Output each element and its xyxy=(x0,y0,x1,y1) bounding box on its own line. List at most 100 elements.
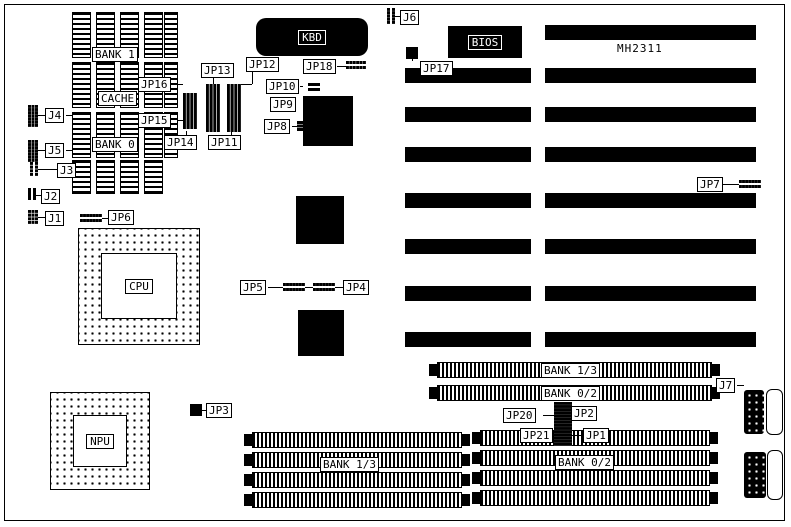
dip-chip xyxy=(96,160,115,194)
simm-socket xyxy=(472,470,718,486)
isa-slot xyxy=(405,239,531,254)
label-jp2: JP2 xyxy=(571,406,597,421)
simm-socket xyxy=(244,492,470,508)
board-model-text: MH2311 xyxy=(617,42,663,55)
wire xyxy=(66,115,72,116)
jumper-pins-block xyxy=(183,93,197,129)
dip-chip xyxy=(144,12,163,58)
wire xyxy=(177,84,183,85)
label-jp3: JP3 xyxy=(206,403,232,418)
wire xyxy=(737,385,744,386)
jumper-pins-jp18 xyxy=(346,61,366,69)
isa-slot xyxy=(405,107,531,122)
npu-die: NPU xyxy=(73,415,127,467)
label-jp20: JP20 xyxy=(503,408,536,423)
wire xyxy=(213,77,214,84)
label-bank0: BANK 0 xyxy=(92,137,138,152)
kbd-label: KBD xyxy=(298,29,326,45)
isa-slot xyxy=(545,68,756,83)
label-j7: J7 xyxy=(716,378,736,393)
jumper-pins-jp17 xyxy=(406,47,418,59)
cpu-socket: CPU xyxy=(78,228,200,345)
cpu-label: CPU xyxy=(125,278,153,294)
label-bank02-top: BANK 0/2 xyxy=(541,386,600,401)
edge-connector-outline xyxy=(766,389,783,435)
label-jp1: JP1 xyxy=(583,428,609,443)
jumper-pins-jp4 xyxy=(313,283,335,291)
power-connector xyxy=(744,390,764,434)
jumper-pins-jp8 xyxy=(297,121,303,131)
label-bank02-bottom: BANK 0/2 xyxy=(555,455,614,470)
isa-slot xyxy=(545,147,756,162)
label-jp14: JP14 xyxy=(164,135,197,150)
wire xyxy=(177,120,183,121)
jumper-pins-j3 xyxy=(30,162,38,176)
board-outline xyxy=(4,4,785,521)
wire xyxy=(252,71,253,84)
bios-chip: BIOS xyxy=(448,26,522,58)
label-jp6: JP6 xyxy=(108,210,134,225)
jumper-pins-j4 xyxy=(28,105,38,127)
wire xyxy=(36,195,41,196)
label-jp12: JP12 xyxy=(246,57,279,72)
isa-slot xyxy=(545,25,756,40)
simm-socket xyxy=(244,432,470,448)
wire xyxy=(38,217,45,218)
label-j4: J4 xyxy=(45,108,65,123)
label-bank13-top: BANK 1/3 xyxy=(541,363,600,378)
wire xyxy=(102,218,108,219)
label-j2: J2 xyxy=(41,189,61,204)
wire xyxy=(292,126,297,127)
label-cache: CACHE xyxy=(98,91,138,106)
jumper-pins-block xyxy=(227,84,241,132)
cpu-die: CPU xyxy=(101,253,177,319)
wire xyxy=(412,59,413,61)
wire xyxy=(337,66,346,67)
wire xyxy=(723,184,739,185)
jumper-pins-jp10 xyxy=(308,83,320,91)
label-jp16: JP16 xyxy=(138,77,171,92)
din-keyboard-connector xyxy=(744,452,766,498)
wire xyxy=(241,84,252,85)
wire xyxy=(38,150,45,151)
isa-slot xyxy=(405,332,531,347)
wire xyxy=(572,435,583,436)
wire xyxy=(38,169,57,170)
wire xyxy=(335,287,343,288)
wire xyxy=(543,415,554,416)
wire xyxy=(268,287,283,288)
wire xyxy=(202,410,206,411)
wire xyxy=(38,115,45,116)
label-jp11: JP11 xyxy=(208,135,241,150)
isa-slot xyxy=(545,286,756,301)
wire xyxy=(395,16,400,17)
label-jp7: JP7 xyxy=(697,177,723,192)
jumper-pins-jp5 xyxy=(283,283,305,291)
label-jp21: JP21 xyxy=(520,428,553,443)
wire xyxy=(305,287,313,288)
jumper-pins-block xyxy=(206,84,220,132)
jumper-pins-jp6 xyxy=(80,214,102,222)
kbd-connector: KBD xyxy=(256,18,368,56)
label-jp10: JP10 xyxy=(266,79,299,94)
jumper-pins-jp7 xyxy=(739,180,761,188)
isa-slot xyxy=(405,286,531,301)
qfp-chip xyxy=(298,310,344,356)
jumper-pins-jp3 xyxy=(190,404,202,416)
jumper-pins-j6 xyxy=(387,8,395,24)
label-jp5: JP5 xyxy=(240,280,266,295)
label-jp15: JP15 xyxy=(138,113,171,128)
qfp-chip xyxy=(296,196,344,244)
wire xyxy=(231,131,232,135)
wire xyxy=(186,131,187,135)
label-j6: J6 xyxy=(400,10,420,25)
jumper-pins-j2 xyxy=(28,188,36,200)
label-bank1: BANK 1 xyxy=(92,47,138,62)
label-jp8: JP8 xyxy=(264,119,290,134)
bios-label: BIOS xyxy=(467,34,503,50)
label-jp9: JP9 xyxy=(270,97,296,112)
dip-chip xyxy=(120,160,139,194)
edge-connector-outline xyxy=(767,450,783,500)
wire xyxy=(300,86,303,87)
